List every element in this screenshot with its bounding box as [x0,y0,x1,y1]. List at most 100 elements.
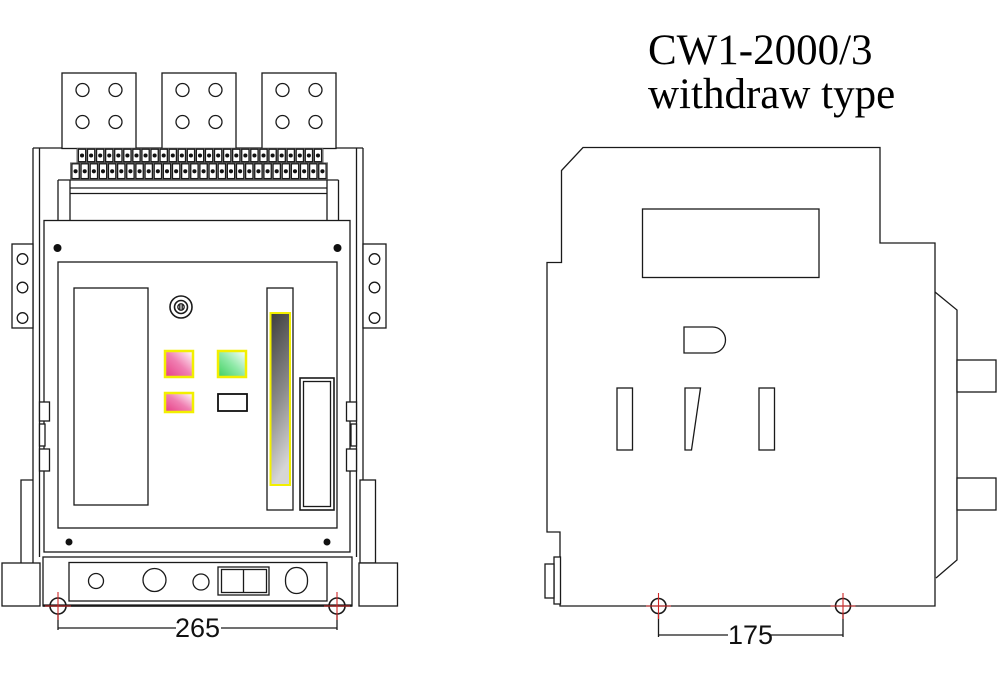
terminal-dot [210,169,215,174]
drawing-title-type: withdraw type [648,71,895,118]
terminal-dot [152,153,157,158]
latch-step-outer [544,563,555,599]
terminal-dot [134,153,139,158]
trip-indicator [163,391,195,414]
terminal-dot [234,153,239,158]
terminal-dot [188,153,193,158]
front-view: 265 [1,72,399,643]
terminal-dot [137,169,142,174]
terminal-dot [89,153,94,158]
terminal-dot [143,153,148,158]
terminal-dot [247,169,252,174]
right-clip-lower [345,448,358,472]
terminal-dot [274,169,279,174]
terminal-dot [192,169,197,174]
bracket-hole-left [16,281,29,294]
bracket-holes [16,253,381,324]
panel-screw-bottom-right [323,538,331,546]
terminal-dot [164,169,170,174]
energy-storage-handle-slot [269,312,291,486]
terminal-pad-3 [261,72,337,150]
pad-bolt-hole [308,82,323,98]
side-dimension-value: 175 [728,620,773,650]
drawout-port-small-2 [192,573,210,591]
left-bracket [11,243,34,329]
bracket-hole-right [368,312,381,324]
status-indicator-window [217,393,248,412]
ventilation-slots [616,387,776,451]
terminal-dot [155,169,160,174]
terminal-dot [179,153,184,158]
terminal-dot [100,169,106,174]
terminal-dot [261,153,266,158]
mounting-brackets [11,243,387,329]
front-dimension: 265 [45,592,350,643]
slot-2 [684,387,702,451]
right-bracket [362,243,387,329]
cover-plate-outer [299,377,335,511]
pad-bolt-hole [208,114,223,130]
terminal-dot [302,169,307,174]
d-shaped-cutout [683,326,727,354]
pad-bolt-hole [75,82,90,98]
bracket-hole-right [368,253,381,265]
upper-deck [57,179,340,262]
terminal-dot [82,169,87,174]
terminal-dot [125,153,130,158]
right-riser [359,479,377,564]
right-foot [358,562,399,607]
terminal-dot [207,153,212,158]
on-button [216,349,248,379]
terminal-dot [228,169,234,174]
nameplate [73,287,149,506]
terminal-dot [238,169,243,174]
rear-terminal-tab-upper [956,359,997,393]
terminal-dot [119,169,124,174]
pad-bolt-hole [75,114,90,130]
terminal-dot [174,169,179,174]
rear-terminal-tab-lower [956,477,997,511]
drawout-port-small-1 [87,572,105,590]
cradle-base [1,479,399,607]
terminal-pad-2 [161,72,237,150]
slot-3 [758,387,776,451]
terminal-dot [283,169,288,174]
terminal-dot [161,153,166,158]
terminal-dot [225,153,230,158]
pad-bolt-hole [175,82,190,98]
front-dimension-value: 265 [175,613,220,643]
bottom-plate-inner [68,561,328,602]
off-button [163,349,195,379]
terminal-dot [320,169,325,174]
terminal-dot [91,169,96,174]
terminal-dot [306,153,311,158]
terminal-dot [288,153,293,158]
pad-bolt-hole [308,114,323,130]
terminal-dot [170,153,175,158]
terminal-pad-1 [61,72,137,150]
left-riser [20,479,33,563]
terminal-dot [216,153,221,158]
cover-plate-inner [302,380,332,508]
pad-bolt-hole [275,114,290,130]
terminal-dot [219,169,224,174]
pad-bolt-hole [275,82,290,98]
pad-bolt-hole [175,114,190,130]
terminal-dot [279,153,284,158]
racking-handle-knob [169,295,193,319]
keyhole-slot [284,566,309,595]
terminal-dot [243,153,248,158]
panel-screw-top-left [53,244,62,252]
terminal-dot [311,169,316,174]
side-cover-plate [299,377,335,511]
front-latch-profile [544,556,562,605]
terminal-dot [110,169,115,174]
terminal-dot [146,169,151,174]
terminal-dot [73,169,78,174]
pad-bolt-hole [108,114,123,130]
knob-core [177,303,185,311]
drawing-title-model: CW1-2000/3 [648,27,873,74]
panel-screw-top-right [333,244,342,252]
